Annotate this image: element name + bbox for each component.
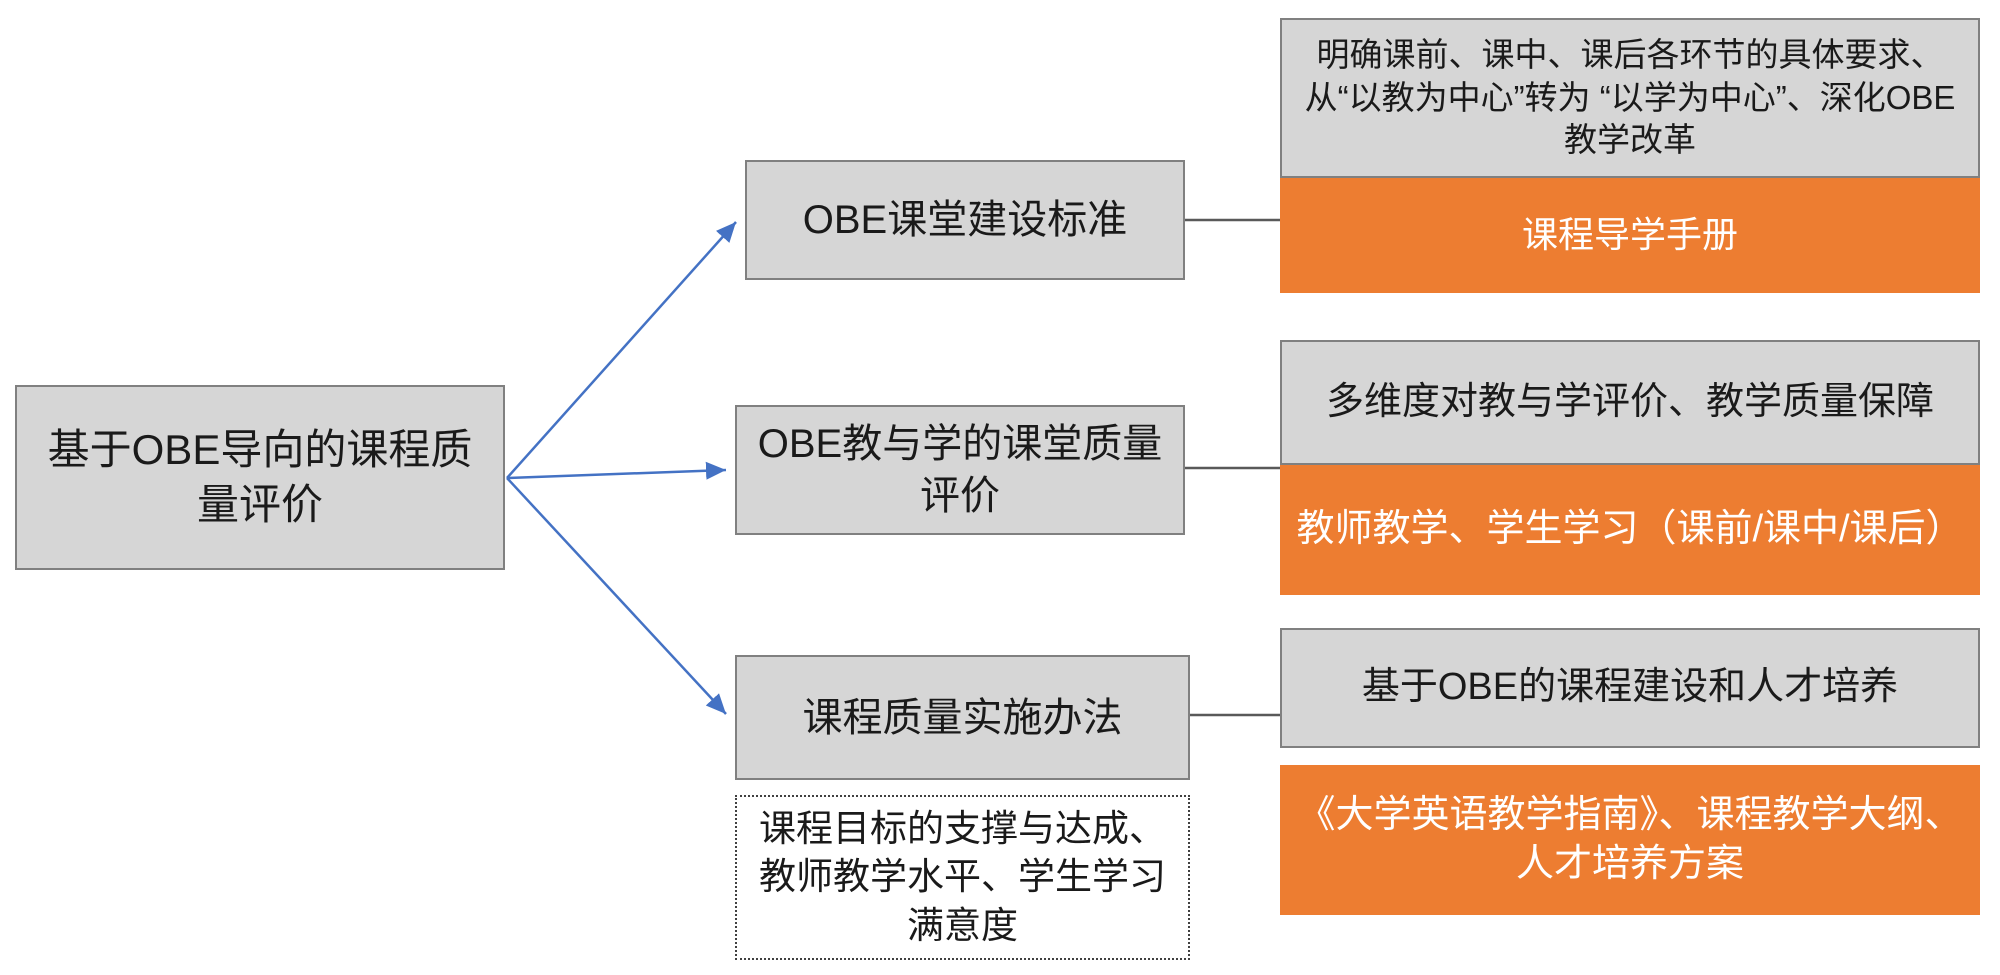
branch-note-3-label: 课程目标的支撑与达成、教师教学水平、学生学习满意度 [759, 808, 1166, 946]
root-node-label: 基于OBE导向的课程质量评价 [47, 425, 473, 528]
branch-node-3: 课程质量实施办法 [735, 655, 1190, 780]
branch-output-2: 教师教学、学生学习（课前/课中/课后） [1280, 465, 1980, 595]
arrow-root-to-branch-1 [506, 221, 737, 479]
branch-node-1-label: OBE课堂建设标准 [802, 198, 1128, 242]
branch-output-1: 课程导学手册 [1280, 178, 1980, 293]
branch-detail-2: 多维度对教与学评价、教学质量保障 [1280, 340, 1980, 465]
branch-output-2-label: 教师教学、学生学习（课前/课中/课后） [1296, 508, 1964, 551]
branch-detail-3: 基于OBE的课程建设和人才培养 [1280, 628, 1980, 748]
branch-note-3: 课程目标的支撑与达成、教师教学水平、学生学习满意度 [735, 795, 1190, 960]
arrow-root-to-branch-2 [506, 461, 727, 480]
arrow-root-to-branch-3 [506, 477, 727, 715]
root-node: 基于OBE导向的课程质量评价 [15, 385, 505, 570]
branch-node-1: OBE课堂建设标准 [745, 160, 1185, 280]
branch-detail-1-label: 明确课前、课中、课后各环节的具体要求、从“以教为中心”转为 “以学为中心”、深化… [1304, 35, 1956, 159]
branch-detail-1: 明确课前、课中、课后各环节的具体要求、从“以教为中心”转为 “以学为中心”、深化… [1280, 18, 1980, 178]
branch-detail-3-label: 基于OBE的课程建设和人才培养 [1361, 666, 1899, 709]
branch-node-2: OBE教与学的课堂质量评价 [735, 405, 1185, 535]
branch-output-3: 《大学英语教学指南》、课程教学大纲、人才培养方案 [1280, 765, 1980, 915]
branch-output-1-label: 课程导学手册 [1521, 214, 1738, 256]
branch-output-3-label: 《大学英语教学指南》、课程教学大纲、人才培养方案 [1297, 793, 1963, 885]
branch-node-3-label: 课程质量实施办法 [802, 695, 1123, 740]
branch-node-2-label: OBE教与学的课堂质量评价 [757, 422, 1163, 518]
branch-detail-2-label: 多维度对教与学评价、教学质量保障 [1325, 380, 1934, 423]
